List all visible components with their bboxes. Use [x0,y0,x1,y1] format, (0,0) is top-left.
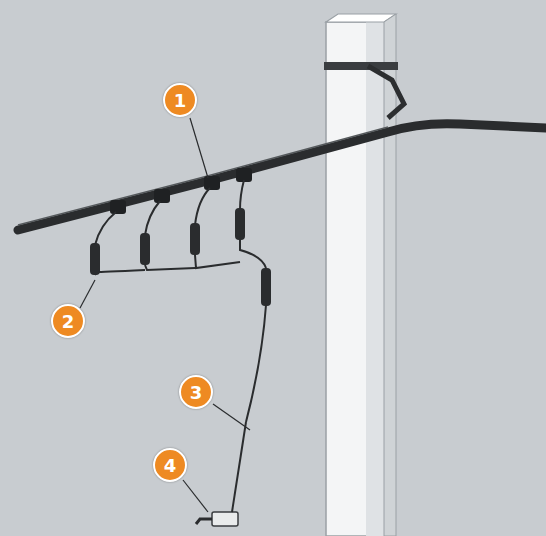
callout-number: 1 [163,83,197,117]
callout-number: 3 [179,375,213,409]
callout-number: 4 [153,448,187,482]
callout-number: 2 [51,304,85,338]
